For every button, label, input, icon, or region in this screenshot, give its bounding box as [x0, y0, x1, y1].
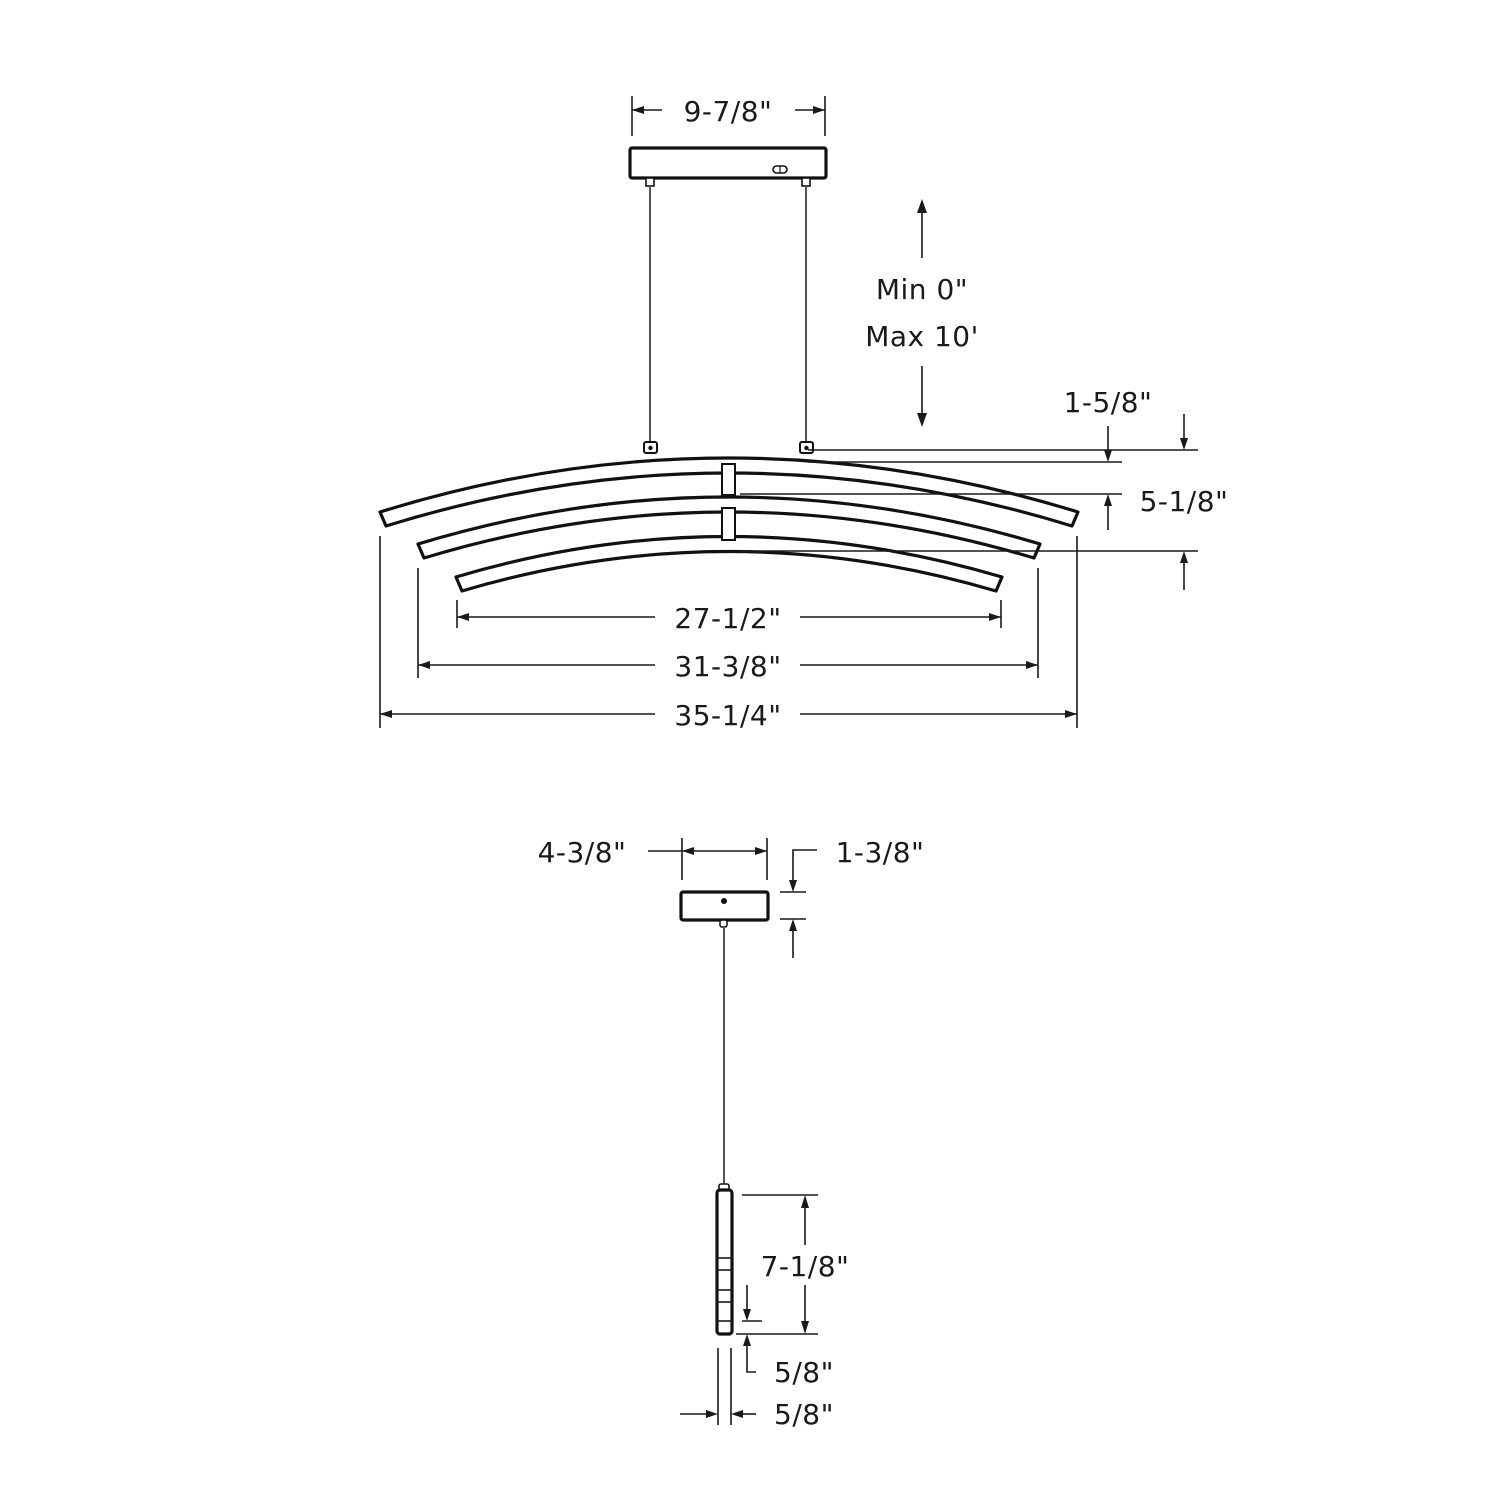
bar-profile-width-dimension: 5/8" [680, 1348, 834, 1431]
middle-bar-width-dimension: 31-3/8" [417, 568, 1039, 683]
bar-spacing-dimension: 5-1/8" [740, 485, 1228, 590]
bar-thickness-dimension: 1-5/8" [808, 386, 1198, 463]
canopy-height-label: 1-3/8" [836, 836, 925, 869]
bar-mount-brackets [643, 441, 814, 454]
bottom-bar-width-label: 27-1/2" [674, 602, 781, 635]
middle-arc-bar [416, 495, 1042, 560]
canopy-depth-dimension: 4-3/8" [538, 836, 768, 880]
bar-profile-width-label: 5/8" [774, 1398, 834, 1431]
top-bar-width-label: 35-1/4" [674, 699, 781, 732]
fixture-height-label: 7-1/8" [761, 1250, 850, 1283]
suspension-length-dimension: Min 0" Max 10' [865, 199, 979, 427]
canopy-height-dimension: 1-3/8" [780, 836, 924, 958]
center-connectors [721, 463, 736, 541]
canopy [628, 146, 828, 187]
canopy-width-label: 9-7/8" [684, 95, 773, 128]
suspension-max-label: Max 10' [865, 320, 979, 353]
front-view: 9-7/8" Min 0" Max 10' [378, 95, 1228, 732]
fixture-height-dimension: 7-1/8" [736, 1194, 850, 1335]
canopy-depth-label: 4-3/8" [538, 836, 627, 869]
bar-profile-height-label: 5/8" [774, 1356, 834, 1389]
side-bar-profile [715, 1183, 734, 1336]
top-arc-bar [378, 456, 1080, 528]
suspension-min-label: Min 0" [876, 273, 968, 306]
side-canopy [679, 890, 770, 928]
bar-thickness-label: 1-5/8" [1064, 386, 1153, 419]
top-bar-width-dimension: 35-1/4" [379, 536, 1078, 732]
side-view: 4-3/8" 1-3/8" [538, 836, 924, 1431]
bottom-arc-bar [454, 534, 1004, 593]
middle-bar-width-label: 31-3/8" [674, 650, 781, 683]
bar-spacing-label: 5-1/8" [1140, 485, 1229, 518]
bar-profile-height-dimension: 5/8" [742, 1285, 834, 1389]
bottom-bar-width-dimension: 27-1/2" [456, 600, 1002, 635]
canopy-width-dimension: 9-7/8" [631, 95, 826, 136]
